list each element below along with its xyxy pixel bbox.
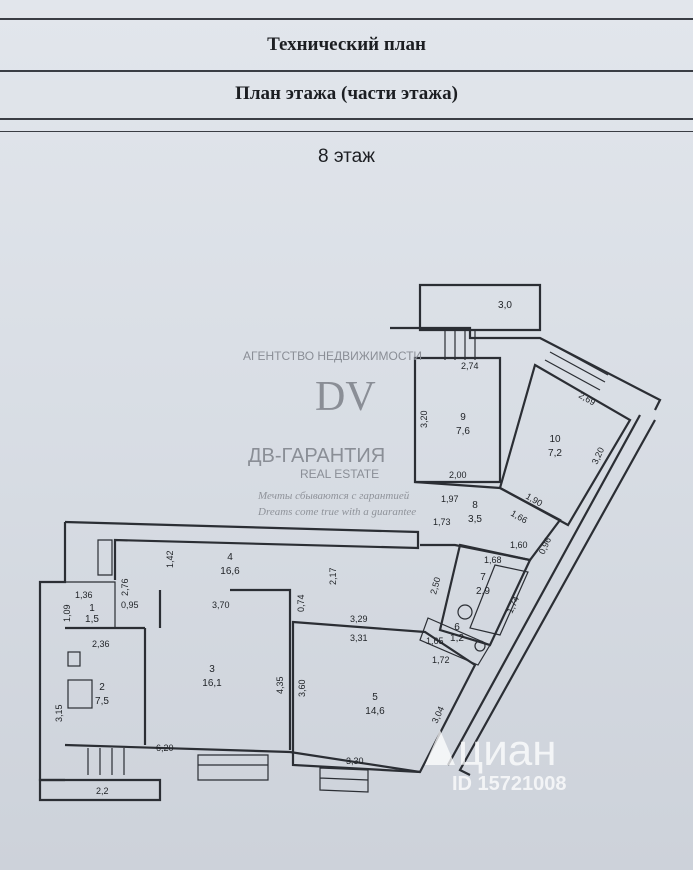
- dim-label: 3,15: [54, 704, 64, 722]
- room-6-number: 6: [454, 622, 460, 633]
- room-8-outline: [414, 480, 562, 562]
- floor-label: 8 этаж: [318, 146, 375, 167]
- room-9-number: 9: [460, 412, 466, 423]
- room-3-number: 3: [209, 664, 215, 675]
- room-7-area: 2,9: [476, 586, 490, 597]
- dim-label: 1,68: [484, 555, 502, 565]
- watermark-logo: DV: [315, 374, 376, 420]
- dim-label: 1,65: [426, 636, 444, 646]
- dim-label: 3,20: [419, 410, 429, 428]
- corridor-top-wall: [390, 326, 662, 411]
- balcony-outline: [418, 283, 542, 332]
- window-marks: [444, 330, 476, 360]
- kitchen-sink: [67, 651, 81, 667]
- header-rule-top: [0, 18, 693, 20]
- bottom-wall-2: [64, 743, 421, 774]
- dim-label: 2,50: [428, 576, 442, 596]
- rooms-2-3-top: [65, 588, 292, 750]
- cian-logo-icon: [425, 730, 455, 765]
- cian-watermark: циан: [458, 726, 557, 775]
- room-10-outline: [498, 363, 632, 527]
- dim-label: 3,31: [350, 633, 368, 643]
- window-bottom-1: [87, 748, 125, 775]
- room-10-area: 7,2: [548, 448, 562, 459]
- room-7-number: 7: [480, 572, 486, 583]
- room-10-number: 10: [549, 434, 561, 445]
- header-rule-bottom-2: [0, 131, 693, 132]
- room-8-area: 3,5: [468, 514, 482, 525]
- dim-label: 2,17: [328, 567, 338, 585]
- window-bottom-2: [197, 754, 269, 781]
- watermark-slogan-ru: Мечты сбываются с гарантией: [257, 490, 410, 502]
- room-5-outline: [291, 620, 477, 774]
- sink: [457, 604, 473, 620]
- watermark-slogan-en: Dreams come true with a guarantee: [257, 506, 416, 518]
- dim-label: 0,96: [537, 536, 553, 556]
- dim-label: 2,74: [461, 361, 479, 371]
- cian-listing-id: ID 15721008: [452, 773, 567, 795]
- room-2-number: 2: [99, 682, 105, 693]
- dim-label: 1,60: [510, 540, 528, 550]
- room-4-top-wall: [64, 520, 420, 580]
- watermark-agency: АГЕНТСТВО НЕДВИЖИМОСТИ: [243, 349, 422, 363]
- room-1-area: 1,5: [85, 614, 99, 625]
- room-4-area: 16,6: [220, 566, 240, 577]
- room-9-outline: [413, 356, 502, 484]
- dim-label: 2,2: [96, 786, 109, 796]
- room-5-area: 14,6: [365, 706, 385, 717]
- room-2-area: 7,5: [95, 696, 109, 707]
- dim-label: 3,60: [297, 679, 307, 697]
- bottom-wall: [38, 778, 162, 802]
- dim-label: 1,97: [441, 494, 459, 504]
- room-3-area: 16,1: [202, 678, 222, 689]
- dim-label: 1,66: [509, 508, 529, 525]
- dim-label: 3,04: [430, 705, 446, 725]
- dim-label: 3,30: [346, 756, 364, 766]
- bathtub: [469, 564, 529, 636]
- room-6-area: 1,2: [450, 633, 464, 644]
- room-5-number: 5: [372, 692, 378, 703]
- dim-label: 2,00: [449, 470, 467, 480]
- dim-label: 0,74: [296, 594, 306, 612]
- watermark-brand: ДВ-ГАРАНТИЯ: [248, 445, 385, 467]
- dim-label: 2,36: [92, 639, 110, 649]
- dim-label: 2,69: [577, 390, 597, 407]
- header-rule-bottom: [0, 118, 693, 120]
- room-4-number: 4: [227, 552, 233, 563]
- room-8-number: 8: [472, 500, 478, 511]
- document-title: Технический план: [267, 34, 426, 55]
- dim-label: 1,36: [75, 590, 93, 600]
- dim-label: 4,35: [275, 676, 285, 694]
- room-9-area: 7,6: [456, 426, 470, 437]
- window-left-top: [97, 539, 113, 576]
- document-subtitle: План этажа (части этажа): [235, 83, 458, 104]
- dim-label: 2,76: [120, 578, 130, 596]
- outer-right-wall-inner: [447, 414, 641, 766]
- dim-label: 1,42: [165, 550, 175, 568]
- dim-label: 1,72: [432, 655, 450, 665]
- header-rule-mid: [0, 70, 693, 72]
- room-1-number: 1: [89, 603, 95, 614]
- window-10: [544, 344, 609, 391]
- dim-label: 3,29: [350, 614, 368, 624]
- dim-label: 1,74: [505, 595, 521, 615]
- window-bottom-3: [319, 767, 369, 793]
- toilet: [474, 640, 486, 652]
- dim-label: 1,09: [62, 604, 72, 622]
- dim-label: 3,70: [212, 600, 230, 610]
- dim-label: 0,95: [121, 600, 139, 610]
- dim-label: 1,73: [433, 517, 451, 527]
- left-outer-wall: [38, 522, 67, 782]
- balcony-area: 3,0: [498, 300, 512, 311]
- watermark-tagline: REAL ESTATE: [300, 467, 379, 481]
- outer-right-wall: [458, 419, 656, 776]
- dim-label: 6,20: [156, 743, 174, 753]
- kitchen-stove: [67, 679, 93, 709]
- room-6-outline: [419, 617, 491, 666]
